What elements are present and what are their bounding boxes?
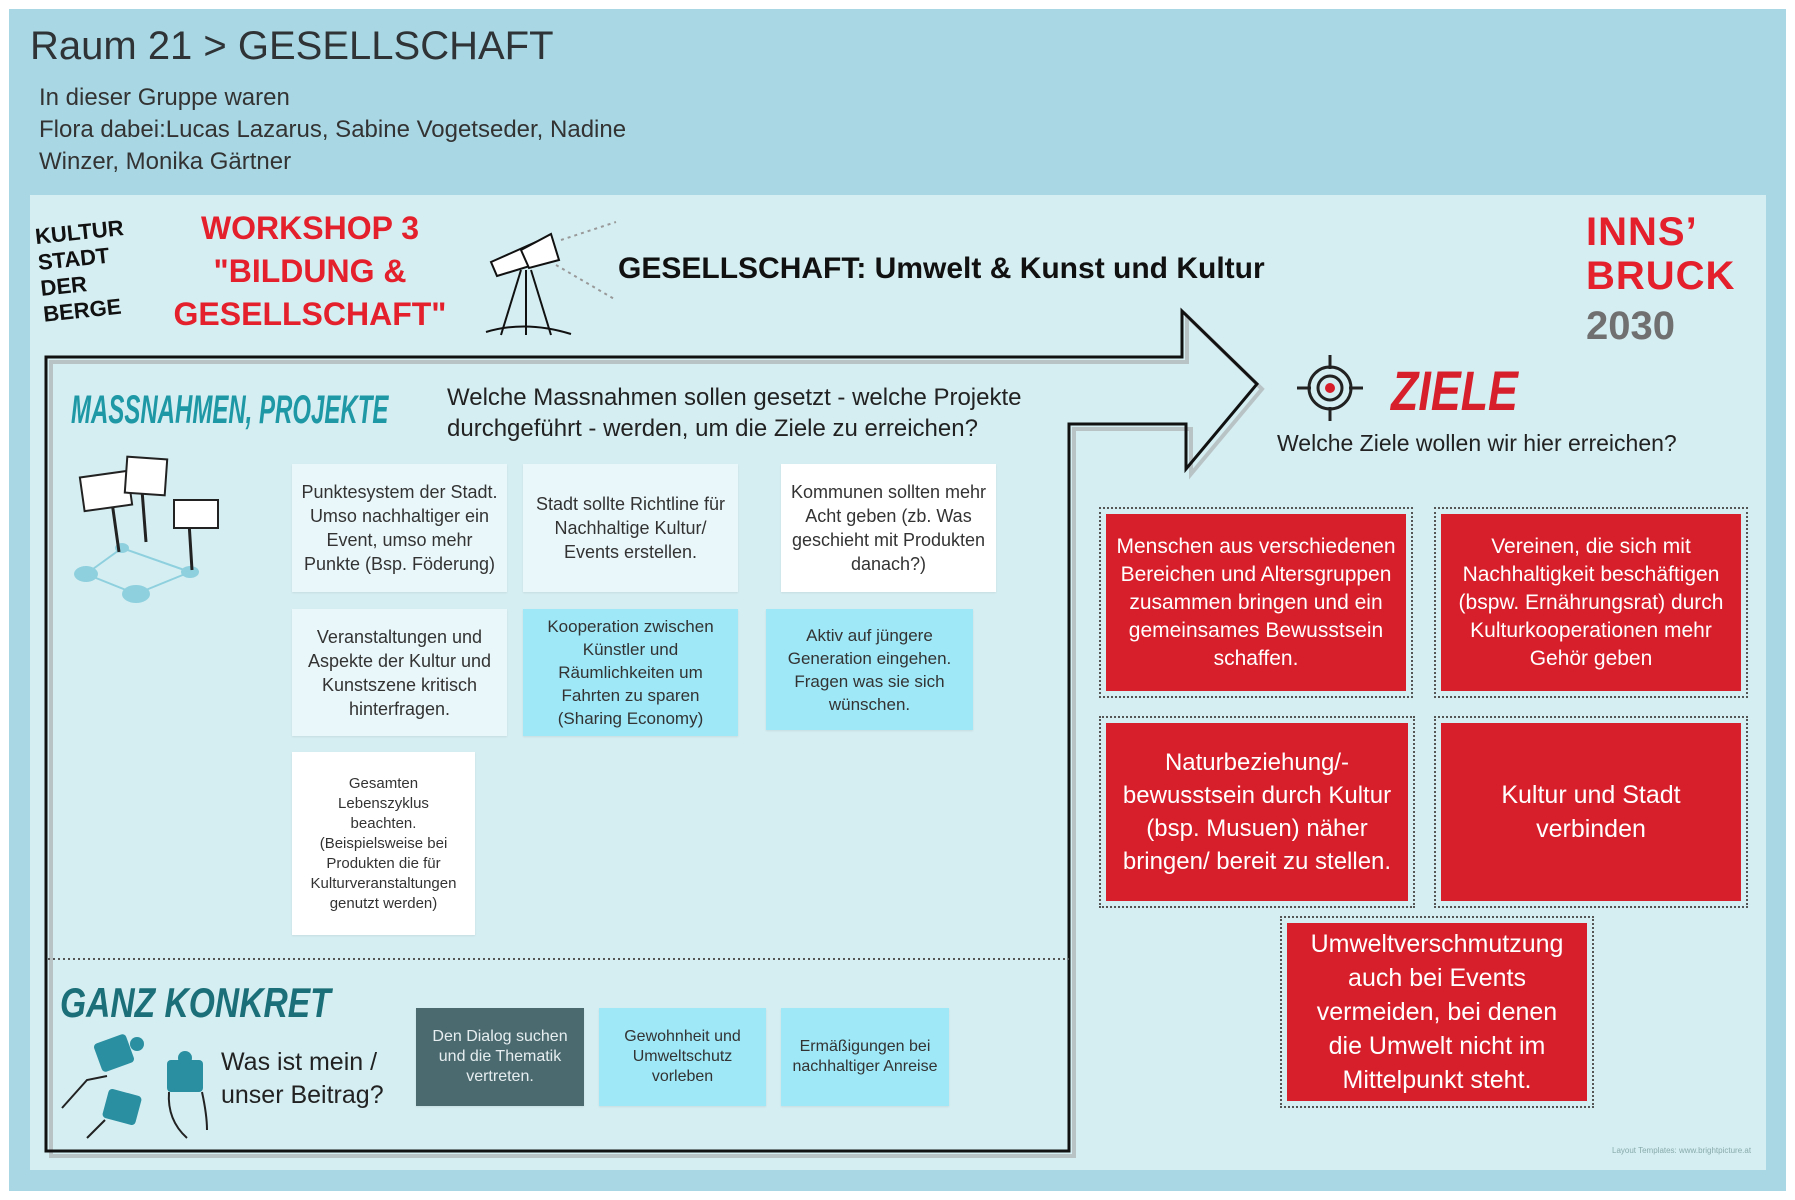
participants-line: dabei:Lucas Lazarus, Sabine Vogetseder, …	[100, 116, 627, 143]
massnahme-note: Stadt sollte Richtline für Nachhaltige K…	[523, 464, 738, 592]
ziele-question: Welche Ziele wollen wir hier erreichen?	[1277, 430, 1677, 456]
massnahme-note: Kommunen sollten mehr Acht geben (zb. Wa…	[781, 464, 996, 592]
workshop-title: GESELLSCHAFT"	[173, 296, 447, 332]
ziel-note: Menschen aus verschiedenen Bereichen und…	[1099, 507, 1413, 698]
workshop-title: WORKSHOP 3	[200, 210, 420, 246]
massnahme-note: Aktiv auf jüngere Generation eingehen. F…	[766, 609, 973, 730]
ziel-note-text: Vereinen, die sich mit Nachhaltigkeit be…	[1441, 514, 1741, 691]
konkret-note: Ermäßigungen bei nachhaltiger Anreise	[781, 1008, 949, 1106]
ziel-note-text: Kultur und Stadt verbinden	[1441, 723, 1741, 901]
puzzle-hands-icon	[61, 1034, 208, 1139]
signs-icon	[74, 455, 219, 603]
participants-line: In dieser Gruppe waren	[39, 84, 290, 111]
massnahmen-question: Welche Massnahmen sollen gesetzt - welch…	[447, 382, 1022, 444]
question-line: Welche Massnahmen sollen gesetzt - welch…	[447, 384, 1022, 411]
telescope-icon	[485, 221, 617, 336]
participants-row: Flora dabei:Lucas Lazarus, Sabine Vogets…	[39, 116, 626, 144]
innsbruck-logo: BRUCK	[1586, 254, 1736, 298]
ziel-note-text: Umweltverschmutzung auch bei Events verm…	[1287, 923, 1587, 1101]
konkret-note: Den Dialog suchen und die Thematik vertr…	[416, 1008, 584, 1106]
target-icon	[1297, 355, 1363, 421]
participants-line: Winzer, Monika Gärtner	[39, 148, 292, 175]
page-title: Raum 21 > GESELLSCHAFT	[30, 24, 554, 68]
konkret-heading: GANZ KONKRET	[60, 979, 331, 1026]
question-line: Was ist mein /	[221, 1048, 378, 1076]
ziel-note: Umweltverschmutzung auch bei Events verm…	[1280, 916, 1594, 1108]
participants-overlap: Flora	[39, 116, 94, 143]
ziel-note-text: Naturbeziehung/- bewusstsein durch Kultu…	[1106, 723, 1408, 901]
ziel-note: Kultur und Stadt verbinden	[1434, 716, 1748, 908]
ziele-heading: ZIELE	[1391, 359, 1518, 422]
layout-credit: Layout Templates: www.brightpicture.at	[1612, 1146, 1752, 1155]
question-line: durchgeführt - werden, um die Ziele zu e…	[447, 415, 978, 442]
ziel-note-text: Menschen aus verschiedenen Bereichen und…	[1106, 514, 1406, 691]
board-title: GESELLSCHAFT: Umwelt & Kunst und Kultur	[618, 252, 1265, 285]
massnahme-note: Veranstaltungen und Aspekte der Kultur u…	[292, 609, 507, 736]
ziel-note: Vereinen, die sich mit Nachhaltigkeit be…	[1434, 507, 1748, 698]
ziel-note: Naturbeziehung/- bewusstsein durch Kultu…	[1099, 716, 1415, 908]
year-label: 2030	[1586, 304, 1675, 348]
konkret-note: Gewohnheit und Umweltschutz vorleben	[599, 1008, 766, 1106]
question-line: unser Beitrag?	[221, 1081, 384, 1109]
innsbruck-logo: INNS’	[1586, 210, 1698, 254]
massnahme-note: Gesamten Lebenszyklus beachten. (Beispie…	[292, 752, 475, 935]
workshop-title: "BILDUNG &	[213, 253, 407, 289]
massnahme-note: Kooperation zwischen Künstler und Räumli…	[523, 609, 738, 736]
konkret-question: Was ist mein / unser Beitrag?	[221, 1046, 384, 1112]
massnahmen-heading: MASSNAHMEN, PROJEKTE	[71, 388, 389, 432]
massnahme-note: Punktesystem der Stadt. Umso nachhaltige…	[292, 464, 507, 592]
